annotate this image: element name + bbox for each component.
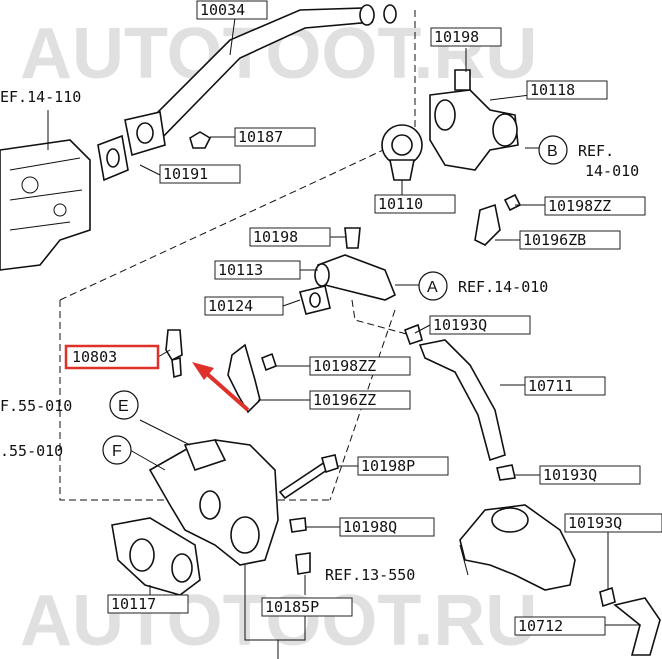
svg-text:10113: 10113 — [218, 261, 263, 279]
part-label-10198p[interactable]: 10198P — [357, 456, 449, 476]
pipe-gasket-part — [97, 134, 129, 182]
part-label-10117[interactable]: 10117 — [107, 594, 189, 614]
watermark-bottom: AUTOTOOT.RU — [20, 581, 537, 659]
ref-f: .55-010 — [0, 442, 63, 460]
water-pipe-part — [124, 4, 397, 157]
part-label-10198q[interactable]: 10198Q — [339, 517, 435, 537]
part-label-10124[interactable]: 10124 — [204, 296, 284, 316]
svg-text:10803: 10803 — [72, 348, 117, 366]
part-label-10198-mid[interactable]: 10198 — [249, 227, 331, 247]
part-label-10110[interactable]: 10110 — [374, 194, 456, 214]
svg-text:10198ZZ: 10198ZZ — [548, 197, 611, 215]
hose-elbow-part — [459, 504, 576, 591]
part-label-10803-highlighted[interactable]: 10803 — [64, 344, 160, 370]
ref-circle-a: A — [418, 271, 448, 301]
temperature-sensor-part — [165, 329, 183, 379]
part-label-10196zb[interactable]: 10196ZB — [519, 230, 621, 250]
ref-b-line1: REF. — [578, 142, 614, 160]
bolt-part-10185p — [295, 552, 311, 575]
engine-block-part — [0, 110, 91, 271]
bolt-part-10187 — [189, 131, 212, 149]
part-label-10118[interactable]: 10118 — [526, 80, 608, 100]
part-label-10198zz-top[interactable]: 10198ZZ — [544, 196, 646, 216]
ref-13-550: REF.13-550 — [325, 566, 415, 584]
svg-text:10193Q: 10193Q — [433, 316, 487, 334]
bolt-part-10198p — [278, 454, 339, 500]
svg-text:A: A — [427, 279, 438, 296]
svg-text:10712: 10712 — [518, 617, 563, 635]
ref-b-line2: 14-010 — [585, 162, 639, 180]
fitting-gasket-part — [299, 285, 331, 315]
housing-gasket-part — [111, 517, 201, 596]
part-label-10193q-top[interactable]: 10193Q — [429, 315, 531, 335]
svg-text:10191: 10191 — [163, 165, 208, 183]
part-label-10711[interactable]: 10711 — [524, 376, 606, 396]
part-label-10198-top[interactable]: 10198 — [430, 27, 502, 47]
ref-a: REF.14-010 — [458, 278, 548, 296]
part-label-10187[interactable]: 10187 — [234, 127, 316, 147]
bolt-part-10198q — [289, 517, 307, 533]
svg-text:10196ZB: 10196ZB — [523, 231, 586, 249]
dashed-boundary-upper — [59, 134, 416, 301]
water-outlet-housing-part — [148, 439, 279, 566]
svg-text:10187: 10187 — [238, 128, 283, 146]
dashed-leader-hose — [351, 299, 411, 336]
svg-text:10185P: 10185P — [265, 598, 319, 616]
thermostat-part — [381, 124, 423, 181]
svg-text:10198: 10198 — [253, 228, 298, 246]
bracket-part-10196zz — [227, 343, 277, 414]
part-label-10193q-right[interactable]: 10193Q — [564, 513, 662, 533]
svg-text:10711: 10711 — [528, 377, 573, 395]
part-label-10198zz-mid[interactable]: 10198ZZ — [309, 356, 411, 376]
part-label-10034[interactable]: 10034 — [196, 0, 268, 20]
ref-e: F.55-010 — [0, 397, 72, 415]
svg-text:F: F — [112, 443, 122, 460]
lower-hose-part — [599, 586, 661, 656]
bracket-part-10196zb — [474, 193, 522, 246]
ref-circle-f: F — [102, 435, 132, 465]
highlight-arrow — [192, 362, 250, 412]
svg-text:10198ZZ: 10198ZZ — [313, 357, 376, 375]
svg-text:E: E — [118, 398, 129, 415]
svg-text:10196ZZ: 10196ZZ — [313, 391, 376, 409]
ref-circle-b: B — [538, 135, 568, 165]
svg-text:10198: 10198 — [434, 28, 479, 46]
svg-text:10198P: 10198P — [361, 457, 415, 475]
svg-text:10118: 10118 — [530, 81, 575, 99]
svg-text:10117: 10117 — [111, 595, 156, 613]
bolt-part-10198 — [344, 227, 361, 249]
svg-text:10110: 10110 — [378, 195, 423, 213]
part-label-10191[interactable]: 10191 — [159, 164, 241, 184]
ref-14-110: EF.14-110 — [0, 88, 81, 106]
svg-text:10124: 10124 — [208, 297, 253, 315]
part-label-10712[interactable]: 10712 — [514, 616, 606, 636]
part-label-10193q-mid[interactable]: 10193Q — [539, 465, 641, 485]
svg-text:10034: 10034 — [200, 1, 245, 19]
part-label-10196zz[interactable]: 10196ZZ — [309, 390, 411, 410]
ref-circle-e: E — [109, 390, 139, 420]
svg-text:B: B — [547, 143, 558, 160]
svg-text:10198Q: 10198Q — [343, 518, 397, 536]
svg-text:10193Q: 10193Q — [568, 514, 622, 532]
part-label-10113[interactable]: 10113 — [214, 260, 301, 280]
leader-lines — [129, 17, 640, 659]
svg-text:10193Q: 10193Q — [543, 466, 597, 484]
part-label-10185p[interactable]: 10185P — [261, 597, 353, 617]
thermostat-housing-part — [429, 69, 519, 171]
radiator-hose-part — [403, 323, 516, 481]
